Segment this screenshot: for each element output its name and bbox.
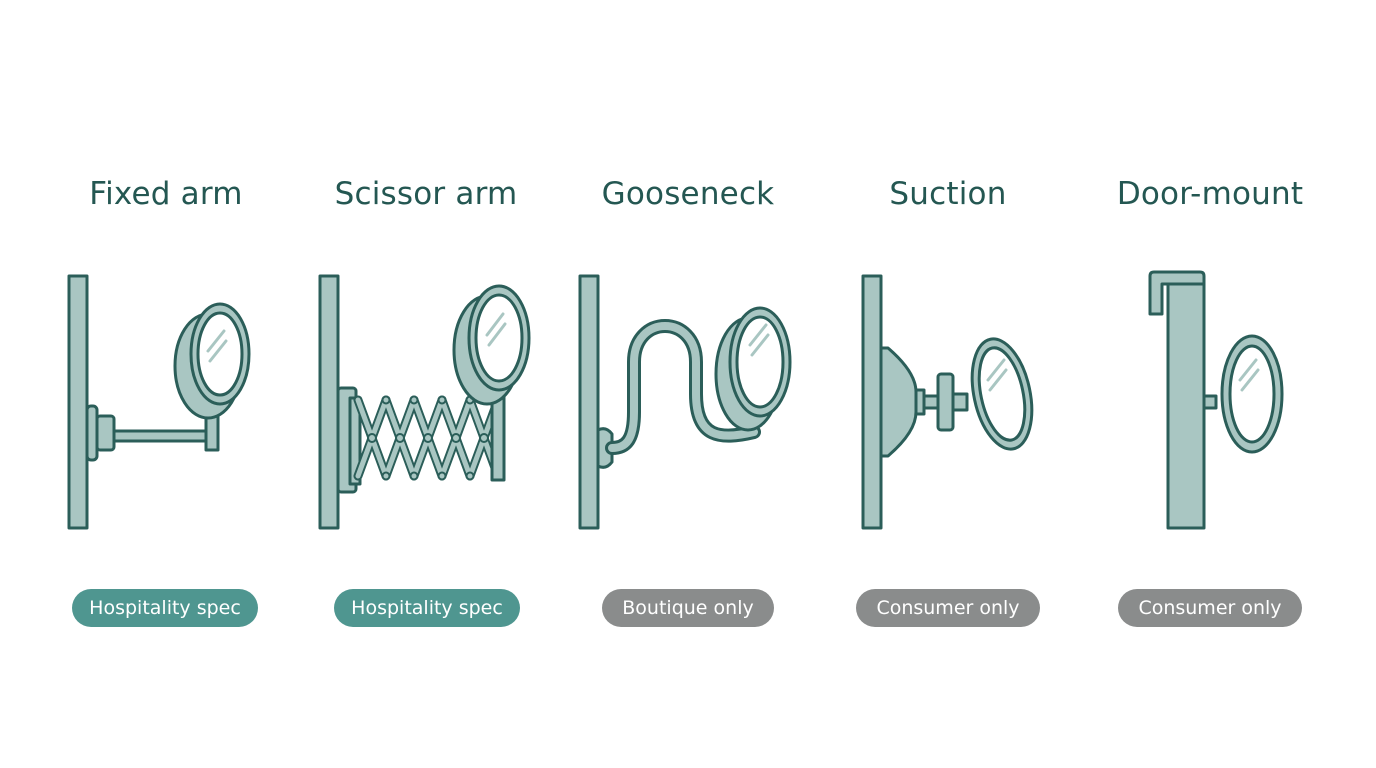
mount-title: Door-mount (1116, 176, 1304, 212)
gooseneck-mirror-icon (578, 274, 792, 530)
mount-title: Scissor arm (334, 176, 518, 212)
mount-gooseneck: Gooseneck Boutique only (568, 0, 808, 768)
suction-mirror-icon (861, 274, 1034, 530)
mount-title: Gooseneck (601, 176, 775, 212)
mount-suction: Suction Consumer only (828, 0, 1068, 768)
mount-title: Fixed arm (89, 176, 243, 212)
badge-hospitality-spec: Hospitality spec (334, 589, 520, 627)
badge-hospitality-spec: Hospitality spec (72, 589, 258, 627)
mount-door-mount: Door-mount Consumer only (1090, 0, 1330, 768)
mount-fixed-arm: Fixed arm Hospitality spec (46, 0, 286, 768)
mount-title: Suction (889, 176, 1007, 212)
fixed-arm-mirror-icon (67, 274, 251, 530)
mount-scissor-arm: Scissor arm (306, 0, 546, 768)
door-mount-mirror-icon (1148, 270, 1284, 530)
scissor-arm-mirror-icon (318, 274, 531, 530)
badge-boutique-only: Boutique only (602, 589, 774, 627)
badge-consumer-only: Consumer only (1118, 589, 1302, 627)
badge-consumer-only: Consumer only (856, 589, 1040, 627)
